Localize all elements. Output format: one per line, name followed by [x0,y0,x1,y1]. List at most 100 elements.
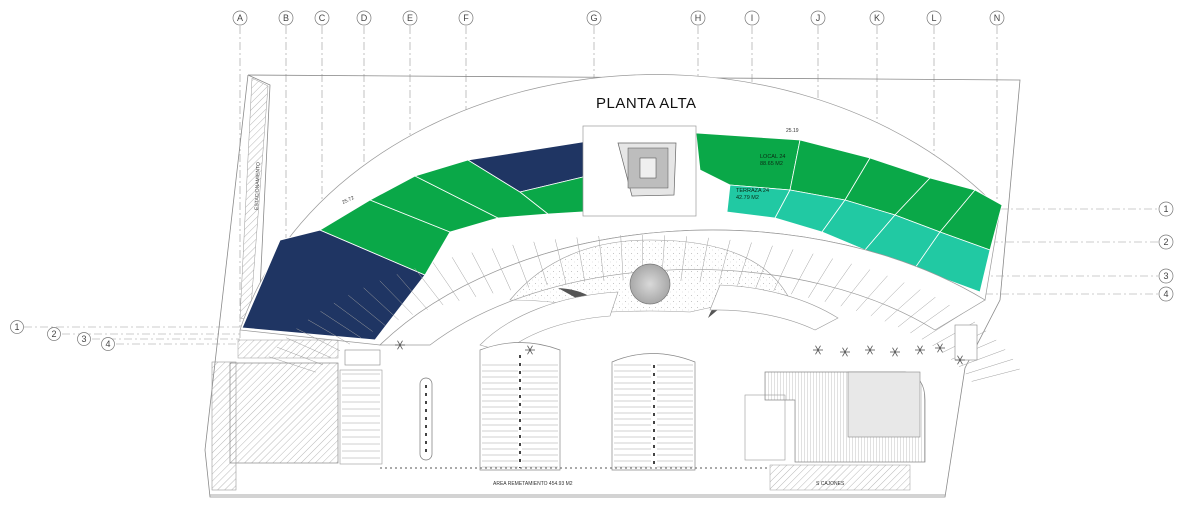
grid-column-bubble [869,10,885,26]
parking-stall-line [965,358,1014,375]
tree-glyph [959,355,963,361]
parking-stall-line [855,275,888,312]
tree-glyph [397,340,401,346]
tree-glyph [867,349,871,355]
tree-glyph [892,347,896,353]
grid-column-bubble [926,10,942,26]
parking-stall-line [307,319,351,345]
local-area-label: 88.65 M2 [760,161,783,167]
grid-column-bubble [989,10,1005,26]
grid-column-label: E [407,13,413,23]
grid-column-bubble [690,10,706,26]
tree-glyph [844,351,848,357]
right-parking-stalls [744,394,786,461]
grid-column-bubble [314,10,330,26]
terrace-teal-5 [914,231,991,293]
parking-stall-line [512,244,530,288]
tree-glyph [817,345,821,351]
grid-row-label-1: 1 [1163,204,1168,214]
top-dimension: 25.19 [786,128,799,134]
grid-row-label-left-1: 1 [14,322,19,332]
block-near-a-2 [344,349,381,366]
parking-module-1 [479,342,561,471]
terrace-area-label: 42.79 M2 [736,195,759,201]
parking-stall-line [451,257,477,297]
inner-parking-arc [479,291,619,353]
parking-block-left-hatched [229,362,339,464]
tree-glyph [397,344,401,350]
tree-glyph [527,345,531,351]
tree-glyph [957,359,961,365]
grid-column-label: L [931,13,936,23]
tree-glyph [937,347,941,353]
grid-column-bubble [458,10,474,26]
grid-column-label: J [816,13,821,23]
tree-glyph [917,349,921,355]
parking-stall-line [971,368,1020,382]
tree-glyph [527,349,531,355]
grid-row-label-3: 3 [1163,271,1168,281]
grid-column-bubble [278,10,294,26]
parking-stall-line [958,349,1006,367]
tree-glyph [867,345,871,351]
parking-block-left-stalls [339,369,383,465]
grid-column-bubble [356,10,372,26]
parking-stall-line [921,313,963,340]
parking-stall-line [379,280,413,315]
parking-stalls-left [342,373,380,459]
left-street-label: ESTACIONAMIENTO [254,162,262,210]
parking-stall-line [333,302,373,332]
parking-stall-line [840,269,871,307]
stair-core [582,125,697,217]
grid-row-label-left-3: 3 [81,334,86,344]
tree-glyph [842,347,846,353]
grid-row-bubbles-left: 1 2 3 4 [10,320,115,351]
parking-module-2 [611,353,696,471]
local-name-label: LOCAL 24 [760,154,785,160]
tree-glyph [959,359,963,365]
parking-stall-line [348,295,386,326]
parking-stall-line [432,262,460,301]
grid-column-bubble [586,10,602,26]
parking-stall-line [808,258,833,298]
parking-stall-line [824,263,852,302]
block-right-edge [954,324,978,361]
area-remetimiento-label: AREA REMETAMIENTO 454.93 M2 [493,481,573,487]
parking-stall-line [870,282,905,317]
tree-glyph [815,345,819,351]
tree-glyph [919,345,923,351]
parking-stall-line [414,267,444,306]
parking-stall-line [910,304,950,334]
tree-glyph [919,349,923,355]
tree-glyph [817,349,821,355]
parking-stall-line [320,311,362,338]
parking-stall-line [471,252,494,294]
tree-glyph [399,340,403,346]
tree-glyph [869,345,873,351]
grid-column-label: B [283,13,289,23]
page-title: PLANTA ALTA [596,95,697,112]
parking-stalls-modules [482,364,693,468]
grid-column-label: G [590,13,597,23]
parking-stall-line [791,253,814,295]
tree-glyph [529,349,533,355]
grid-row-label-left-4: 4 [105,339,110,349]
grid-column-label: A [237,13,243,23]
grid-column-label: F [463,13,469,23]
grid-column-bubble [744,10,760,26]
terrace-name-label: TERRAZA 24 [736,188,769,194]
grid-column-bubble [232,10,248,26]
block-near-a [237,339,339,359]
parking-stall-line [396,274,428,310]
grid-column-label: C [319,13,326,23]
tree-glyph [399,344,403,350]
grid-row-bubbles-right: 1 2 3 4 [1158,201,1174,302]
tree-glyph [815,349,819,355]
grid-column-label: K [874,13,880,23]
tree-glyph [939,343,943,349]
left-dimension: 25.72 [341,195,355,206]
parking-stall-line [884,289,921,322]
central-fountain [629,263,671,305]
grid-column-bubble [402,10,418,26]
